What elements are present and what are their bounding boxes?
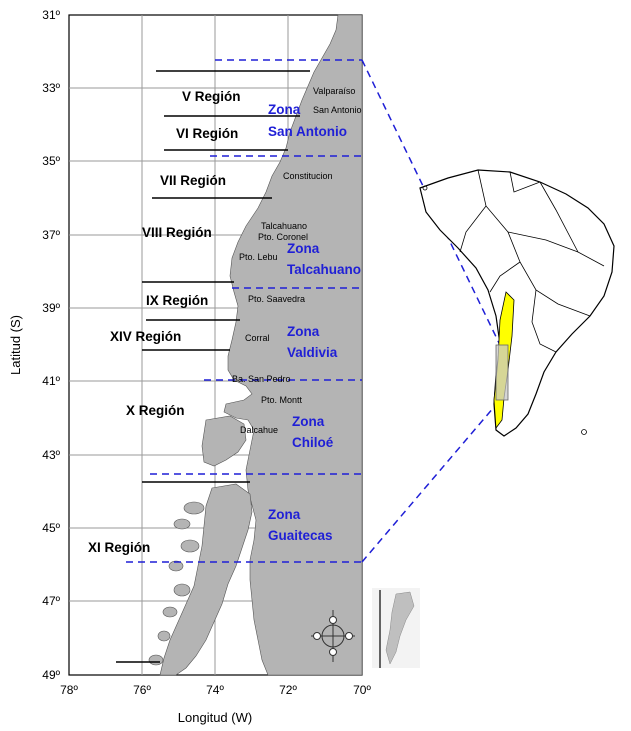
zone-labels: Zona San Antonio Zona Talcahuano Zona Va…	[268, 102, 361, 543]
zone-boundary-lines	[126, 59, 362, 563]
zone-valdivia-line2: Valdivia	[287, 345, 338, 360]
x-axis-ticks: 78º 76º 74º 72º 70º	[60, 683, 371, 697]
zone-chiloe-line1: Zona	[292, 414, 325, 429]
region-label-xiv: XIV Región	[110, 329, 181, 344]
y-tick: 49º	[42, 668, 60, 682]
inset-connector-lines	[361, 59, 501, 563]
zone-valdivia-line1: Zona	[287, 324, 320, 339]
zone-talcahuano-line2: Talcahuano	[287, 262, 361, 277]
region-label-x: X Región	[126, 403, 185, 418]
place-valparaiso: Valparaíso	[313, 86, 355, 96]
place-pto-montt: Pto. Montt	[261, 395, 303, 405]
y-tick: 39º	[42, 301, 60, 315]
place-ba-san-pedro: Ba. San Pedro	[232, 374, 291, 384]
x-tick: 74º	[206, 683, 224, 697]
region-labels: V Región VI Región VII Región VIII Regió…	[88, 89, 241, 555]
zone-san-antonio-line2: San Antonio	[268, 124, 347, 139]
place-pto-lebu: Pto. Lebu	[239, 252, 278, 262]
place-san-antonio: San Antonio	[313, 105, 362, 115]
caribbean-island	[422, 185, 428, 191]
y-tick: 41º	[42, 374, 60, 388]
y-tick: 33º	[42, 81, 60, 95]
y-tick: 35º	[42, 154, 60, 168]
compass-rose-icon	[311, 610, 355, 662]
region-boundary-lines	[116, 70, 310, 663]
x-tick: 72º	[279, 683, 297, 697]
zone-talcahuano-line1: Zona	[287, 241, 320, 256]
chile-landmass	[148, 14, 363, 676]
region-label-vii: VII Región	[160, 173, 226, 188]
x-tick: 76º	[133, 683, 151, 697]
place-corral: Corral	[245, 333, 270, 343]
y-tick: 47º	[42, 594, 60, 608]
thumbnail-map	[372, 588, 420, 668]
place-pto-coronel: Pto. Coronel	[258, 232, 308, 242]
y-tick: 31º	[42, 8, 60, 22]
falkland-islands	[581, 429, 587, 435]
zone-guaitecas-line2: Guaitecas	[268, 528, 333, 543]
chiloe-island	[201, 415, 247, 467]
place-talcahuano: Talcahuano	[261, 221, 307, 231]
south-america-inset-map	[419, 169, 615, 437]
y-axis-label: Latitud (S)	[8, 315, 23, 375]
region-label-viii: VIII Región	[142, 225, 212, 240]
y-tick: 37º	[42, 228, 60, 242]
region-label-xi: XI Región	[88, 540, 150, 555]
study-area-box	[495, 344, 509, 401]
y-axis-ticks: 31º 33º 35º 37º 39º 41º 43º 45º 47º 49º	[42, 8, 60, 682]
place-labels: Valparaíso San Antonio Constitucion Talc…	[232, 86, 362, 435]
region-label-v: V Región	[182, 89, 241, 104]
y-tick: 45º	[42, 521, 60, 535]
region-label-vi: VI Región	[176, 126, 238, 141]
x-axis-label: Longitud (W)	[178, 710, 252, 725]
zone-guaitecas-line1: Zona	[268, 507, 301, 522]
zone-san-antonio-line1: Zona	[268, 102, 301, 117]
x-tick: 78º	[60, 683, 78, 697]
country-borders	[459, 169, 605, 353]
place-dalcahue: Dalcahue	[240, 425, 278, 435]
y-tick: 43º	[42, 448, 60, 462]
place-constitucion: Constitucion	[283, 171, 333, 181]
south-america-outline	[419, 169, 615, 437]
zone-chiloe-line2: Chiloé	[292, 435, 334, 450]
x-tick: 70º	[353, 683, 371, 697]
region-label-ix: IX Región	[146, 293, 208, 308]
southern-archipelago	[159, 483, 253, 676]
place-pto-saavedra: Pto. Saavedra	[248, 294, 305, 304]
